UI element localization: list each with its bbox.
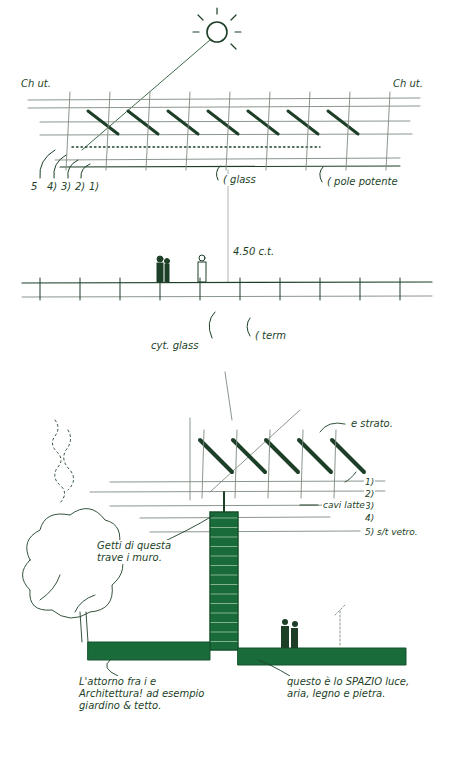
callout-number: 4) (364, 512, 375, 524)
roof-layers (28, 98, 420, 160)
dotted-membrane (72, 146, 320, 147)
sun-rays (193, 8, 241, 49)
people (281, 619, 298, 648)
ray (225, 372, 232, 420)
callout-number: 1) (364, 476, 375, 488)
annotation: Ch ut. (392, 78, 424, 90)
sun (207, 22, 227, 42)
callout-number: 4) (46, 181, 58, 193)
annotation: cyt. glass (150, 340, 199, 352)
floor-line (22, 296, 432, 297)
floor-line (22, 282, 432, 283)
annotation: ( term (254, 330, 287, 342)
annotation: Ch ut. (20, 78, 52, 90)
callout-number: 1) (88, 181, 100, 193)
callout-number: 3) (60, 181, 72, 193)
louvres (88, 111, 358, 134)
glass-line (60, 166, 400, 167)
annotation: cavi latte (322, 499, 366, 511)
floor-slab (238, 648, 406, 665)
annotation: e strato. (350, 418, 394, 430)
ticks (40, 278, 400, 300)
annotation: ( pole potente (326, 176, 399, 188)
tree (23, 420, 123, 642)
annotation: 4.50 c.t. (232, 246, 275, 258)
column (210, 512, 238, 650)
callout-number: 5) s/t vetro. (364, 526, 419, 538)
callout-number: 2) (74, 181, 86, 193)
sun-ray-line (210, 410, 300, 492)
leader (209, 312, 215, 338)
ticks (66, 92, 390, 170)
layer-arcs (40, 150, 323, 182)
note: Getti di questa trave i muro. (96, 540, 176, 564)
note: L'attorno fra i e Architettura! ad esemp… (78, 676, 210, 712)
sun-ray-line (82, 40, 210, 150)
callout-number: 5 (30, 181, 38, 193)
note: questo è lo SPAZIO luce, aria, legno e p… (286, 676, 418, 700)
people (157, 255, 206, 282)
column-ladder (211, 518, 237, 642)
ticks (202, 430, 336, 498)
ground-slab (88, 642, 210, 660)
louvres (200, 440, 364, 472)
column-head (223, 492, 225, 512)
section-line (228, 170, 229, 282)
annotation: ( glass (222, 174, 257, 186)
leader (247, 318, 250, 336)
plant (335, 605, 345, 645)
